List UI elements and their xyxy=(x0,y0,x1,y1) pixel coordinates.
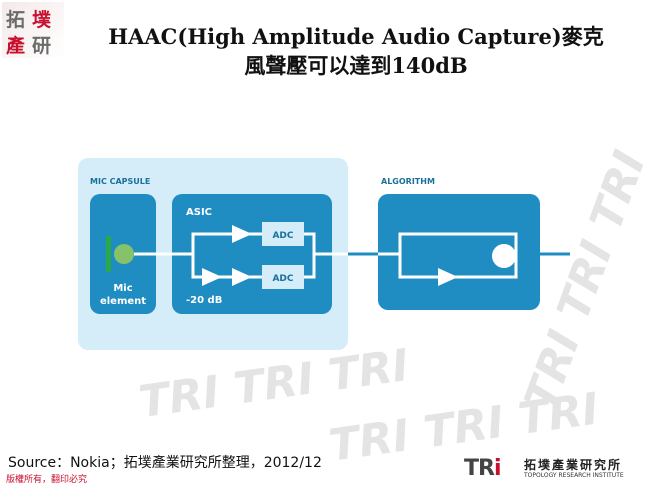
copyright-notice: 版權所有，翻印必究 xyxy=(6,475,88,485)
mic-diaphragm xyxy=(106,236,111,272)
logo-char-2: 墣 xyxy=(32,9,52,31)
algorithm-path xyxy=(378,232,518,279)
adc-top-box xyxy=(262,222,304,246)
amp-top-icon xyxy=(232,225,252,243)
algorithm-label: ALGORITHM xyxy=(381,177,435,186)
logo-char-3: 產 xyxy=(6,35,26,57)
logo-char-1: 拓 xyxy=(6,9,26,31)
tri-mark-tr: TR xyxy=(464,456,495,481)
attenuation-label: -20 dB xyxy=(186,295,222,306)
tri-mark: TRi xyxy=(464,456,501,481)
logo-char-4: 研 xyxy=(32,35,52,57)
org-name: 拓墣產業研究所 xyxy=(524,458,623,472)
amp-bottom-1-icon xyxy=(202,268,222,286)
tri-logo: 拓 墣 產 研 xyxy=(2,2,64,58)
adc-bottom-box xyxy=(262,265,304,289)
tri-mark-i: i xyxy=(493,456,501,481)
asic-top-path xyxy=(172,232,262,256)
title-line-2: 風聲壓可以達到140dB xyxy=(244,53,468,78)
algorithm-box xyxy=(378,194,540,310)
org-name-en: TOPOLOGY RESEARCH INSTITUTE xyxy=(524,472,624,479)
adc-top-label: ADC xyxy=(272,231,293,241)
footer-org-logo: TRi 拓墣產業研究所 TOPOLOGY RESEARCH INSTITUTE xyxy=(464,456,646,482)
adc-bottom-label: ADC xyxy=(272,274,293,284)
mic-dot-icon xyxy=(114,244,134,264)
mic-capsule-label: MIC CAPSULE xyxy=(90,177,150,186)
algorithm-amp-icon xyxy=(438,268,458,286)
algorithm-node-icon xyxy=(492,244,516,268)
page-title: HAAC(High Amplitude Audio Capture)麥克 風聲壓… xyxy=(66,22,646,80)
title-line-1: HAAC(High Amplitude Audio Capture)麥克 xyxy=(108,24,604,49)
source-caption: Source：Nokia；拓墣產業研究所整理，2012/12 xyxy=(8,455,322,471)
amp-bottom-2-icon xyxy=(232,268,252,286)
mic-element-label-1: Mic xyxy=(113,283,132,294)
asic-label: ASIC xyxy=(186,207,212,218)
mic-element-label-2: element xyxy=(100,296,146,307)
